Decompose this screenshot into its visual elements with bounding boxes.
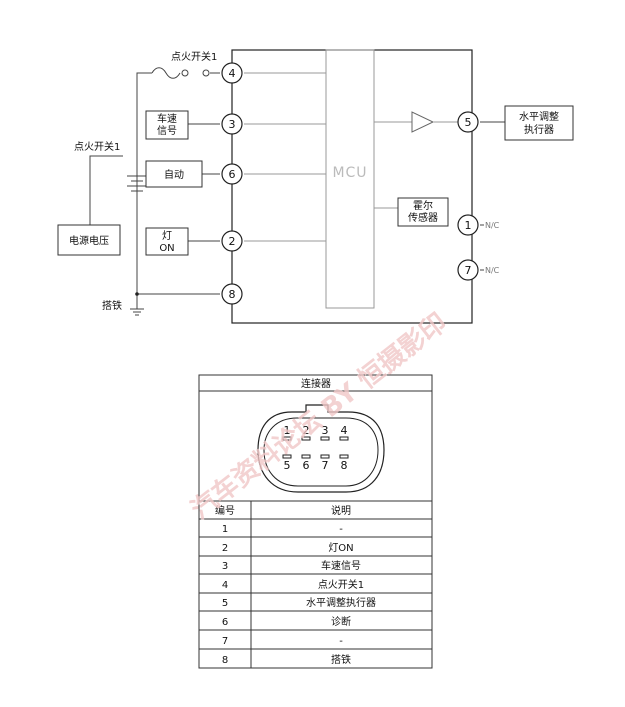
- ground-icon: [130, 308, 144, 316]
- battery-icon: [127, 175, 147, 192]
- svg-text:诊断: 诊断: [331, 615, 351, 628]
- nc-label-1: N/C: [485, 221, 500, 230]
- power-voltage-box: [57, 224, 121, 256]
- hall-sensor-box: [397, 197, 449, 227]
- mcu-block: [325, 49, 375, 309]
- table-row: 8 搭铁: [222, 653, 351, 666]
- table-row: 6 诊断: [222, 615, 351, 628]
- svg-text:6: 6: [222, 617, 228, 628]
- svg-text:3: 3: [229, 118, 236, 131]
- lamp-on-box: [145, 227, 189, 256]
- table-row: 7 -: [222, 636, 343, 647]
- connector-pin-3: 3: [322, 424, 329, 437]
- external-wires: [89, 72, 505, 309]
- svg-text:车速信号: 车速信号: [321, 559, 361, 572]
- table-header-number: 编号: [215, 504, 235, 517]
- connector-pin-1: 1: [284, 424, 291, 437]
- pin-6: 6: [221, 163, 243, 185]
- svg-text:7: 7: [222, 636, 228, 647]
- svg-text:1: 1: [465, 219, 472, 232]
- connector-pin-8: 8: [341, 459, 348, 472]
- svg-text:点火开关1: 点火开关1: [318, 578, 364, 591]
- svg-text:-: -: [339, 524, 343, 535]
- output-buffer-icon: [411, 111, 435, 133]
- connector-title: 连接器: [301, 377, 331, 390]
- internal-wires: [244, 72, 466, 242]
- pin-3: 3: [221, 113, 243, 135]
- svg-text:搭铁: 搭铁: [331, 653, 351, 666]
- svg-text:5: 5: [465, 116, 472, 129]
- connector-pin-6: 6: [303, 459, 310, 472]
- actuator-box: [504, 105, 574, 141]
- auto-label: 自动: [164, 168, 184, 181]
- table-row: 2 灯ON: [222, 542, 354, 554]
- pin-4: 4: [221, 62, 243, 84]
- nc-label-7: N/C: [485, 266, 500, 275]
- table-row: 1 -: [222, 524, 343, 535]
- hall-sensor-line1: 霍尔: [413, 199, 433, 212]
- svg-text:水平调整执行器: 水平调整执行器: [306, 596, 376, 609]
- connector-pin-2: 2: [303, 424, 310, 437]
- svg-text:6: 6: [229, 168, 236, 181]
- power-voltage-label: 电源电压: [69, 234, 109, 247]
- pin-7: 7: [457, 259, 479, 281]
- table-row: 4 点火开关1: [222, 578, 364, 591]
- lamp-on-line1: 灯: [162, 230, 172, 242]
- connector-table: [198, 374, 433, 669]
- auto-box: [145, 160, 203, 188]
- connector-icon: [257, 404, 385, 493]
- svg-text:8: 8: [229, 288, 236, 301]
- svg-text:灯ON: 灯ON: [328, 542, 353, 554]
- speed-signal-line1: 车速: [157, 112, 177, 125]
- connector-pin-4: 4: [341, 424, 348, 437]
- actuator-line2: 执行器: [524, 123, 554, 136]
- ground-junction: [135, 292, 139, 296]
- hall-sensor-line2: 传感器: [408, 211, 438, 224]
- watermark: 汽车资料论坛 BY 恒摄影印: [185, 307, 453, 526]
- svg-text:8: 8: [222, 655, 228, 666]
- svg-text:-: -: [339, 636, 343, 647]
- mcu-label: MCU: [332, 165, 367, 181]
- connector-pin-7: 7: [322, 459, 329, 472]
- svg-text:4: 4: [229, 67, 236, 80]
- svg-text:2: 2: [222, 543, 228, 554]
- lamp-on-line2: ON: [159, 243, 174, 254]
- ignition-switch-left-label: 点火开关1: [74, 140, 120, 153]
- svg-text:7: 7: [465, 264, 472, 277]
- svg-text:5: 5: [222, 598, 228, 609]
- pin-2: 2: [221, 230, 243, 252]
- ignition-switch-top-label: 点火开关1: [171, 50, 217, 63]
- pin-5: 5: [457, 111, 479, 133]
- table-row: 3 车速信号: [222, 559, 361, 572]
- table-row: 5 水平调整执行器: [222, 596, 376, 609]
- module-frame: [231, 49, 473, 324]
- pin-1: 1: [457, 214, 479, 236]
- pin-8: 8: [221, 283, 243, 305]
- speed-signal-line2: 信号: [157, 125, 177, 137]
- svg-text:1: 1: [222, 524, 228, 535]
- ground-label: 搭铁: [102, 299, 122, 312]
- svg-text:3: 3: [222, 561, 228, 572]
- svg-text:2: 2: [229, 235, 236, 248]
- speed-signal-box: [145, 110, 189, 140]
- table-header-description: 说明: [331, 504, 351, 517]
- ignition-switch-icon: [181, 69, 210, 77]
- connector-pin-5: 5: [284, 459, 291, 472]
- actuator-line1: 水平调整: [519, 110, 559, 123]
- svg-text:4: 4: [222, 580, 228, 591]
- fuse-icon: [151, 67, 181, 79]
